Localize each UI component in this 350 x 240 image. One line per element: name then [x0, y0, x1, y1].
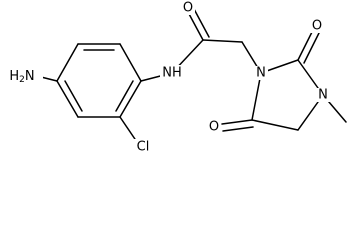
amide-oxygen-label: O: [183, 1, 193, 16]
bonds: [36, 8, 347, 149]
ring-carbonyl-oxygen-2-label: O: [312, 19, 322, 34]
bond-ring-lower-left: [56, 80, 79, 118]
bond-c2-carbonyl-o: [297, 27, 315, 61]
bond-ring-lower-right: [119, 80, 142, 118]
bond-c5-carbonyl-o-second: [222, 126, 254, 132]
ring-nitrogen-3-label: N: [318, 88, 328, 103]
bond-c2-carbonyl-o-second: [303, 30, 321, 64]
bond-amide-carbonyl-o: [187, 11, 204, 41]
chemical-structure-diagram: H2N NH Cl O N N O O: [3, 0, 347, 155]
bond-c4-to-c5: [251, 119, 299, 131]
chloro-label: Cl: [137, 140, 150, 155]
bond-ring-upper-right: [119, 43, 142, 82]
bond-c5-to-n1: [251, 72, 262, 121]
amino-label: H2N: [9, 69, 34, 86]
bond-amide-carbonyl-o-second: [193, 8, 210, 38]
bond-ring-upper-left: [56, 43, 79, 82]
atom-labels: H2N NH Cl O N N O O: [3, 1, 330, 155]
bond-c5-carbonyl-o: [221, 119, 253, 125]
amide-nitrogen-label: NH: [162, 66, 182, 81]
ring-carbonyl-oxygen-4-label: O: [209, 120, 219, 135]
bond-ring-lower-right-inner: [115, 80, 134, 112]
ring-nitrogen-1-label: N: [256, 66, 266, 81]
bond-ring-lower-left-inner: [64, 80, 83, 112]
bond-carbonyl-to-ch2: [202, 39, 243, 43]
